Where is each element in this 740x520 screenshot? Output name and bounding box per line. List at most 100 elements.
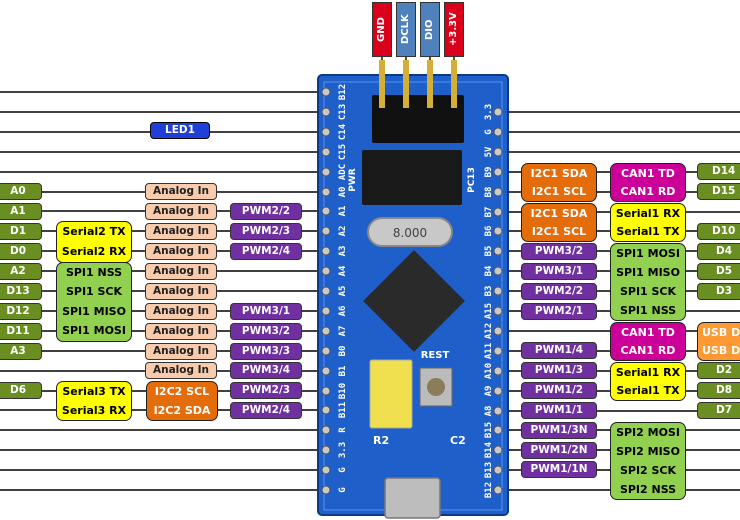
- right-silk-label: B13: [484, 462, 494, 478]
- analog-in-label: Analog In: [145, 243, 217, 260]
- header-pad: [493, 266, 503, 276]
- serial1-group-b: Serial1 RX Serial1 TX: [610, 362, 686, 401]
- pwm-label: PWM1/2: [521, 382, 597, 399]
- i2c2-sda: I2C2 SDA: [153, 404, 211, 417]
- left-port-label: D12: [0, 303, 42, 320]
- top-pin-gnd: GND: [372, 2, 392, 57]
- pwm-label: PWM3/3: [230, 343, 302, 360]
- spi1-nss: SPI1 NSS: [65, 266, 123, 279]
- left-silk-label: B12: [338, 84, 348, 100]
- left-silk-label: A6: [338, 306, 348, 317]
- left-port-label: A1: [0, 203, 42, 220]
- right-port-label: D2: [697, 362, 740, 379]
- header-pad: [493, 465, 503, 475]
- right-silk-label: B15: [484, 422, 494, 438]
- header-pad: [493, 246, 503, 256]
- serial2-rx: Serial2 RX: [61, 245, 127, 258]
- header-pad: [321, 286, 331, 296]
- serial2-tx: Serial2 TX: [62, 225, 126, 238]
- header-pad: [321, 306, 331, 316]
- i2c1-sda: I2C1 SDA: [530, 207, 588, 220]
- left-silk-label: A1: [338, 206, 348, 217]
- left-silk-label: 3.3: [338, 442, 348, 458]
- header-pad: [493, 346, 503, 356]
- header-pad: [321, 167, 331, 177]
- pwm-label: PWM1/3N: [521, 422, 597, 439]
- left-silk-label: R: [338, 427, 348, 433]
- swd-pin: [427, 60, 433, 108]
- can1-group-b: CAN1 TD CAN1 RD: [610, 322, 686, 361]
- pwm-label: PWM1/3: [521, 362, 597, 379]
- left-port-label: D1: [0, 223, 42, 240]
- spi2-sck: SPI2 SCK: [619, 464, 677, 477]
- can1-td: CAN1 TD: [621, 167, 675, 180]
- blue-pill-board: B12C13C14C15ADCA0A1A2A3A4A5A6A7B0B1B10B1…: [317, 60, 509, 519]
- analog-in-label: Analog In: [145, 223, 217, 240]
- header-pad: [321, 366, 331, 376]
- right-port-label: D3: [697, 283, 740, 300]
- i2c1-scl: I2C1 SCL: [531, 225, 587, 238]
- pwm-label: PWM3/2: [521, 243, 597, 260]
- left-silk-label: A7: [338, 326, 348, 337]
- spi1-sck: SPI1 SCK: [619, 285, 677, 298]
- right-silk-label: B3: [484, 286, 494, 297]
- spi1-miso: SPI1 MISO: [616, 266, 680, 279]
- header-pad: [321, 187, 331, 197]
- left-port-label: A0: [0, 183, 42, 200]
- header-pad: [493, 207, 503, 217]
- crystal: [367, 217, 453, 247]
- boot-jumpers: [369, 359, 413, 429]
- usb-dp: USB D: [702, 344, 740, 357]
- regulator: [362, 150, 462, 205]
- header-pad: [493, 425, 503, 435]
- spi1-sck: SPI1 SCK: [65, 285, 123, 298]
- r2-label: R2: [373, 434, 389, 447]
- spi2-nss: SPI2 NSS: [619, 483, 677, 496]
- header-pad: [493, 187, 503, 197]
- right-port-label: D8: [697, 382, 740, 399]
- spi1-nss: SPI1 NSS: [619, 304, 677, 317]
- left-silk-label: G: [338, 487, 348, 492]
- header-pad: [493, 226, 503, 236]
- can1-td: CAN1 TD: [621, 326, 675, 339]
- left-port-label: A2: [0, 263, 42, 280]
- pwm-label: PWM2/2: [230, 203, 302, 220]
- right-port-label: D7: [697, 402, 740, 419]
- header-pad: [321, 386, 331, 396]
- i2c1-sda: I2C1 SDA: [530, 167, 588, 180]
- spi2-miso: SPI2 MISO: [616, 445, 680, 458]
- right-silk-label: A11: [484, 343, 494, 359]
- left-silk-label: B1: [338, 366, 348, 377]
- top-pin-dclk: DCLK: [396, 2, 416, 57]
- reset-label: REST: [421, 350, 450, 361]
- analog-in-label: Analog In: [145, 343, 217, 360]
- serial3-rx: Serial3 RX: [61, 404, 127, 417]
- left-silk-label: B0: [338, 346, 348, 357]
- right-silk-label: A12: [484, 323, 494, 339]
- left-silk-label: A3: [338, 246, 348, 257]
- right-silk-label: B9: [484, 167, 494, 178]
- left-silk-label: B11: [338, 402, 348, 418]
- right-silk-label: B14: [484, 441, 494, 458]
- left-silk-label: ADC: [338, 164, 348, 180]
- crystal-label: 8.000: [393, 226, 427, 240]
- pc13-label: PC13: [467, 167, 477, 193]
- header-pad: [321, 445, 331, 455]
- swd-pin: [379, 60, 385, 108]
- right-silk-label: G: [484, 129, 494, 134]
- i2c2-group: I2C2 SCL I2C2 SDA: [146, 381, 218, 421]
- right-silk-label: B5: [484, 246, 494, 257]
- pwm-label: PWM2/1: [521, 303, 597, 320]
- serial1-tx: Serial1 TX: [616, 384, 680, 397]
- header-pad: [321, 206, 331, 216]
- usb-group: USB D USB D: [697, 322, 740, 361]
- header-pad: [321, 465, 331, 475]
- left-port-label: A3: [0, 343, 42, 360]
- header-pad: [321, 346, 331, 356]
- left-silk-label: G: [338, 467, 348, 472]
- header-pad: [321, 485, 331, 495]
- top-pin-dio: DIO: [420, 2, 440, 57]
- left-silk-label: A4: [338, 265, 348, 276]
- right-port-label: D15: [697, 183, 740, 200]
- left-silk-label: A0: [338, 187, 348, 198]
